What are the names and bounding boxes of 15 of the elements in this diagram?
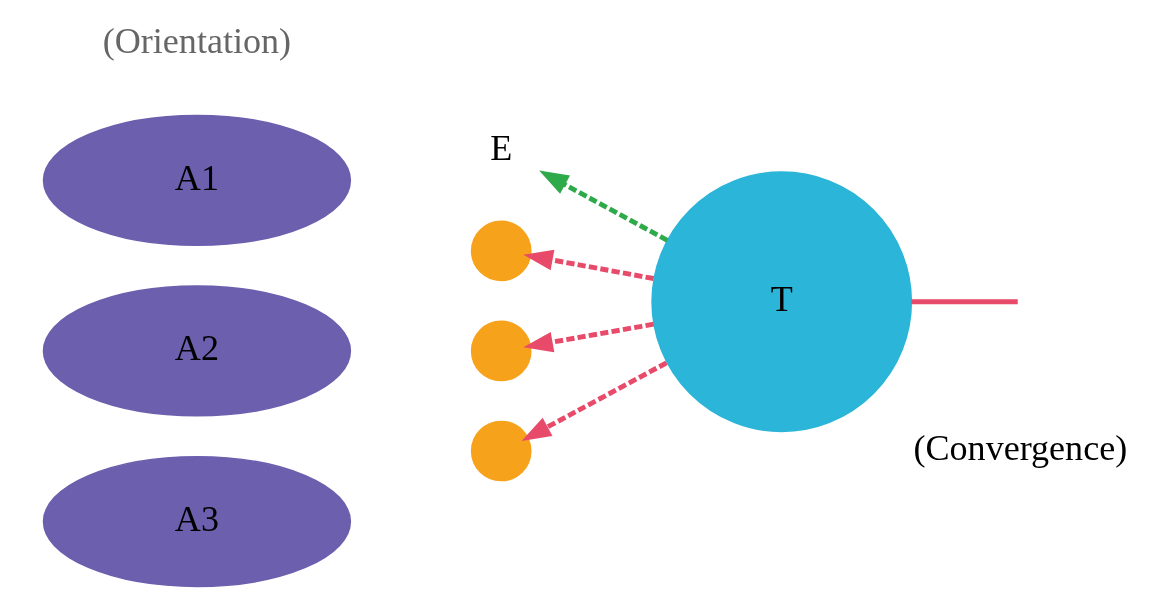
node-ellipse: A1 [42,114,352,246]
node-circle [470,220,532,282]
node-circle [470,420,532,482]
label: (Orientation) [102,21,292,62]
arrow [523,321,655,353]
node-circle [470,320,532,382]
arrow [539,170,669,243]
arrow [523,249,655,281]
node-ellipse: A2 [42,285,352,417]
node-circle: T [651,171,913,433]
node-label: (Convergence) [913,428,1128,469]
node-ellipse: A3 [42,455,352,588]
connector [911,299,1018,305]
arrow [521,360,668,441]
node-text: E [490,128,513,169]
